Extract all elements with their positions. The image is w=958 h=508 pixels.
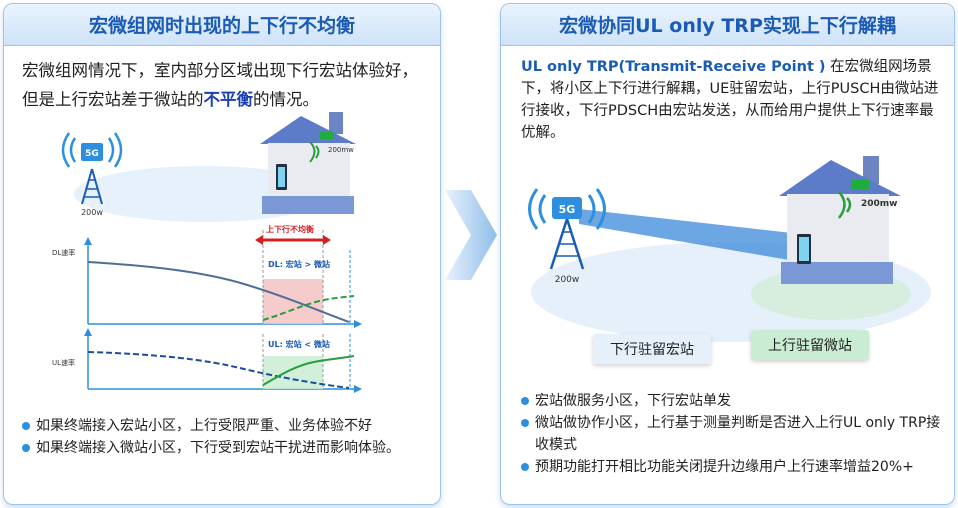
macro-tower-5g-label: 5G [559, 203, 576, 216]
downlink-beam [579, 209, 801, 262]
list-item: 微站做协作小区，上行基于测量判断是否进入上行UL only TRP接收模式 [521, 412, 946, 456]
macro-tower-5g-label: 5G [85, 149, 99, 159]
right-panel: 宏微协同UL only TRP实现上下行解耦 UL only TRP(Trans… [500, 3, 955, 505]
left-description-text-1: 宏微组网情况下，室内部分区域出现下行宏站体验好，但是上行宏站差于微站的 [22, 61, 418, 109]
list-item: 宏站做服务小区，下行宏站单发 [521, 390, 946, 412]
right-bullet-list: 宏站做服务小区，下行宏站单发 微站做协作小区，上行基于测量判断是否进入上行UL … [521, 390, 946, 478]
right-description-text: 在宏微组网场景下，将小区上下行进行解耦，UE驻留宏站，上行PUSCH由微站进行接… [521, 59, 939, 141]
ul-compare-label: UL: 宏站 < 微站 [268, 339, 330, 349]
list-item: 如果终端接入宏站小区，上行受限严重、业务体验不好 [22, 415, 434, 437]
house-icon [260, 112, 356, 214]
list-item: 预期功能打开相比功能关闭提升边缘用户上行速率增益20%+ [521, 456, 946, 478]
macro-tower-power-label: 200w [555, 275, 580, 285]
dl-rate-chart [84, 230, 362, 328]
house-icon [779, 156, 901, 284]
macro-tower-icon [61, 132, 123, 205]
left-panel: 宏微组网时出现的上下行不均衡 宏微组网情况下，室内部分区域出现下行宏站体验好，但… [3, 3, 441, 505]
ul-only-trp-term: UL only TRP(Transmit-Receive Point ) [521, 59, 826, 75]
left-description-text-2: 的情况。 [253, 90, 319, 109]
imbalance-label: 上下行不均衡 [266, 224, 314, 234]
small-cell-power-label: 200mw [328, 146, 354, 154]
transition-arrow-icon [445, 190, 497, 280]
right-scene-diagram: 5G 200w 200mw [528, 156, 931, 342]
left-bullet-list: 如果终端接入宏站小区，上行受限严重、业务体验不好 如果终端接入微站小区，下行受到… [22, 415, 434, 459]
dl-compare-label: DL: 宏站 > 微站 [268, 259, 330, 269]
left-description-emphasis: 不平衡 [203, 90, 254, 109]
left-description: 宏微组网情况下，室内部分区域出现下行宏站体验好，但是上行宏站差于微站的不平衡的情… [22, 56, 432, 114]
ul-rate-chart [84, 328, 362, 393]
list-item: 如果终端接入微站小区，下行受到宏站干扰进而影响体验。 [22, 437, 434, 459]
left-panel-title: 宏微组网时出现的上下行不均衡 [4, 4, 440, 46]
macro-tower-power-label: 200w [81, 208, 103, 217]
macro-tower-icon [528, 188, 606, 270]
downlink-macro-tag: 下行驻留宏站 [593, 334, 711, 364]
ul-rate-axis-label: UL速率 [52, 358, 75, 367]
right-description: UL only TRP(Transmit-Receive Point ) 在宏微… [521, 56, 941, 144]
uplink-micro-tag: 上行驻留微站 [751, 330, 869, 360]
small-cell-power-label: 200mw [861, 199, 897, 209]
dl-rate-axis-label: DL速率 [52, 248, 75, 257]
right-panel-title: 宏微协同UL only TRP实现上下行解耦 [501, 4, 954, 46]
left-scene-diagram: 5G 200w 200mw [52, 112, 362, 393]
